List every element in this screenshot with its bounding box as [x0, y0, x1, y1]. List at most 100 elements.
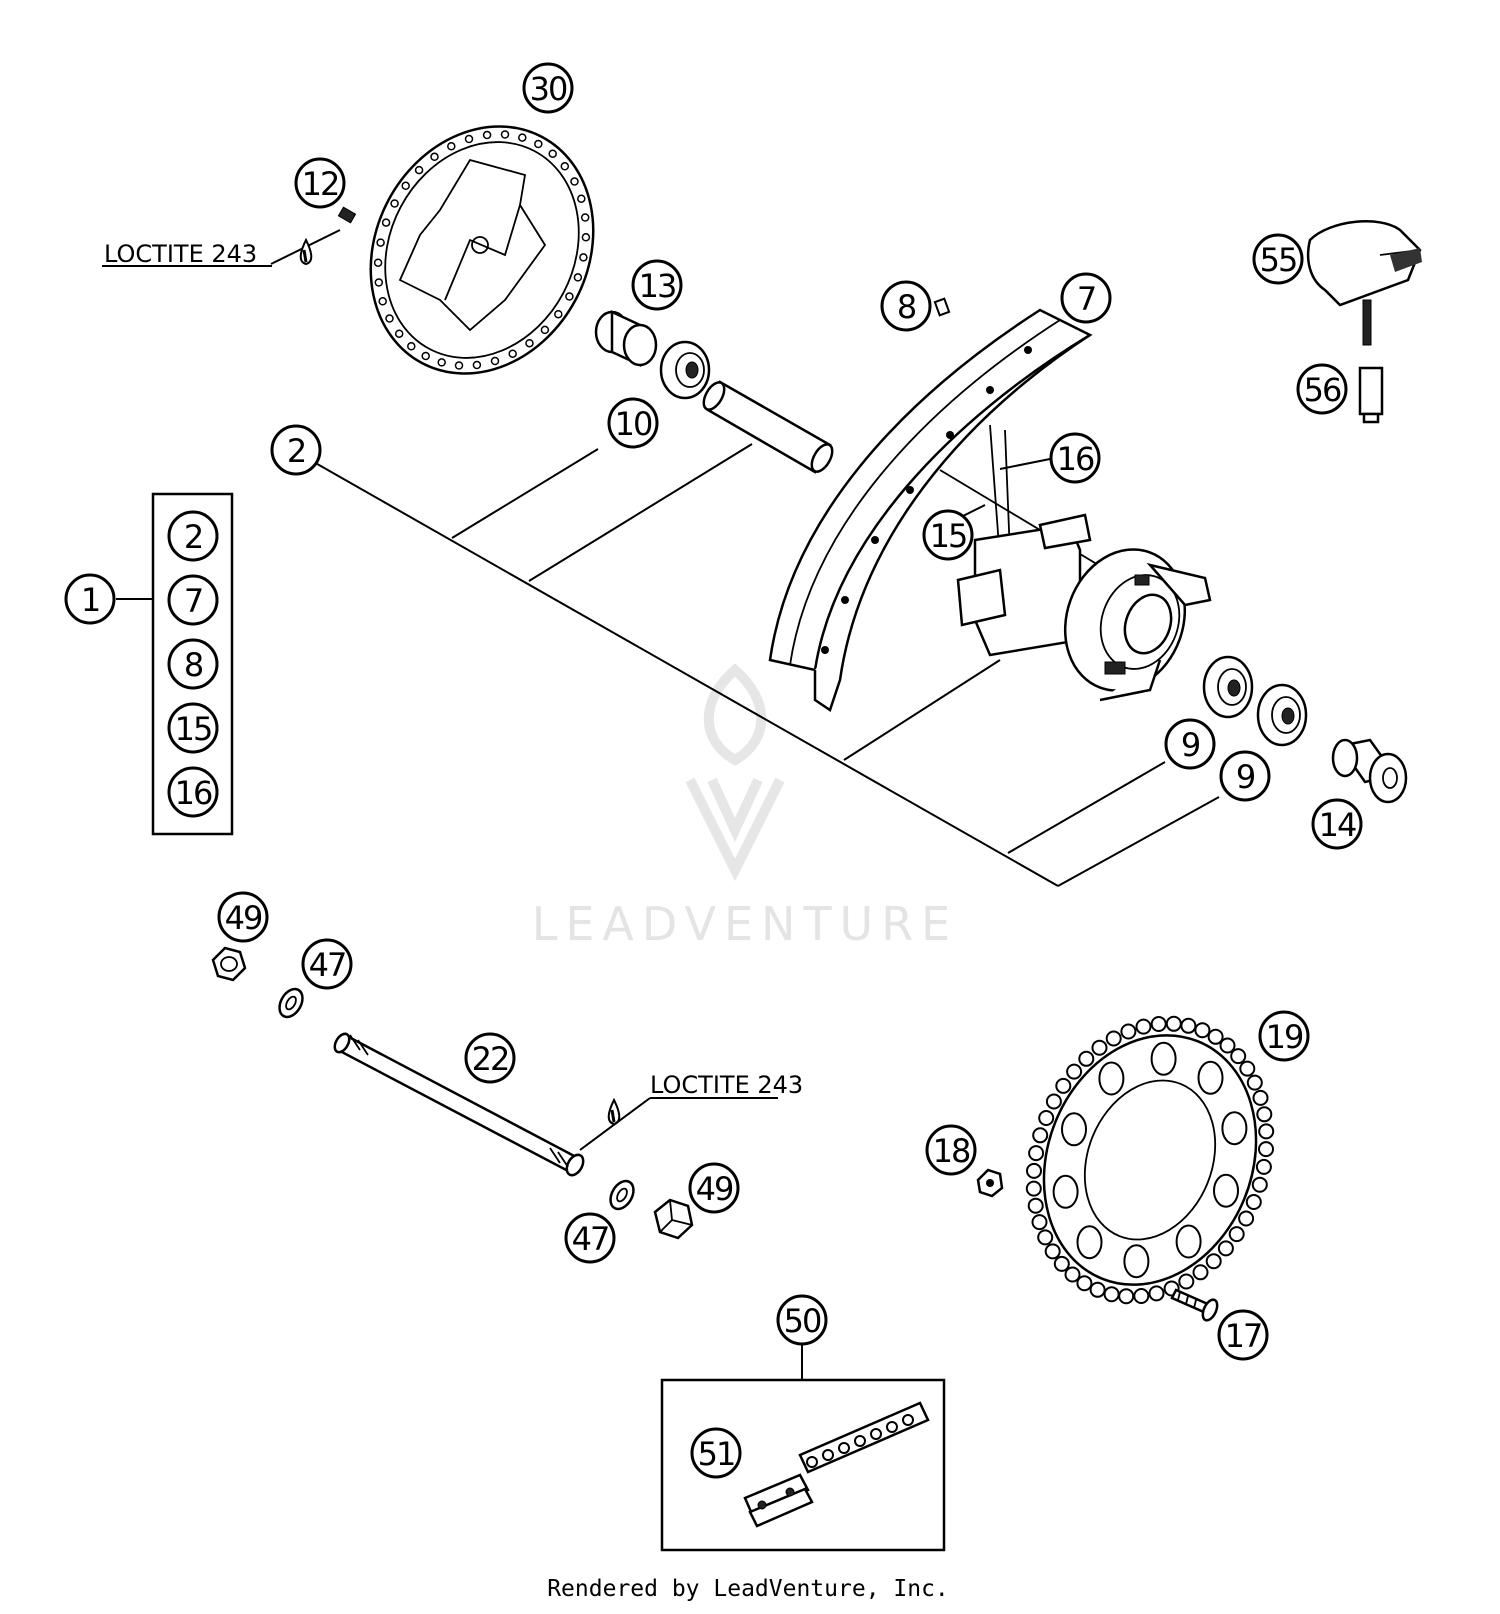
watermark-text: LEADVENTURE [532, 897, 959, 951]
callout-47-top: 47 [301, 938, 353, 990]
rim-spoke-hole [841, 596, 849, 604]
callouts: 30 12 13 8 7 55 56 10 2 16 15 1 9 9 14 4… [64, 62, 1363, 1479]
sprocket-tooth [1105, 1030, 1122, 1047]
callout-18: 18 [925, 1124, 977, 1176]
sprocket-tooth [1091, 1039, 1108, 1056]
sprocket-hole [1061, 1112, 1087, 1147]
sprocket-tooth [1066, 1063, 1083, 1080]
disc-hole [581, 233, 591, 242]
sprocket-tooth [1103, 1286, 1120, 1303]
callout-49-bottom: 49 [688, 1162, 740, 1214]
sprocket-tooth [1076, 1275, 1093, 1292]
chain-roller [902, 1414, 914, 1426]
sprocket-tooth [1207, 1028, 1224, 1045]
callout-8: 8 [880, 280, 932, 332]
svg-text:49: 49 [696, 1170, 733, 1208]
callout-47-bottom: 47 [564, 1212, 616, 1264]
disc-hole [580, 213, 590, 222]
bearing-left [659, 340, 711, 400]
disc-hole [570, 177, 579, 186]
sprocket-bolt [1170, 1288, 1219, 1322]
sprocket-tooth [1194, 1022, 1211, 1039]
bearing-right-2 [1256, 683, 1308, 747]
disc-hole [560, 162, 570, 171]
callout-13: 13 [631, 259, 683, 311]
svg-text:19: 19 [1266, 1018, 1303, 1056]
washer-left [278, 987, 304, 1019]
sprocket-tooth [1150, 1016, 1167, 1032]
sprocket-tooth [1133, 1288, 1150, 1304]
distance-tube [702, 380, 834, 474]
sprocket-tooth [1120, 1023, 1137, 1040]
sprocket-hole [1175, 1224, 1202, 1259]
callout-55: 55 [1252, 233, 1304, 285]
svg-text:9: 9 [1181, 726, 1200, 764]
disc-hole [374, 278, 384, 287]
svg-text:8: 8 [184, 646, 203, 684]
rim-spoke-hole [946, 431, 954, 439]
disc-bolt [299, 206, 357, 266]
sprocket-tooth [1258, 1123, 1275, 1140]
sprocket-tooth [1055, 1077, 1072, 1094]
kit-box-items: 2 7 8 15 16 [167, 510, 219, 818]
callout-10: 10 [607, 397, 659, 449]
sprocket-tooth [1032, 1127, 1049, 1144]
rear-sprocket [1025, 1015, 1275, 1305]
svg-text:14: 14 [1319, 806, 1356, 844]
rim-spoke-hole [1024, 346, 1032, 354]
callout-56: 56 [1296, 363, 1348, 415]
sprocket-tooth [1089, 1281, 1106, 1298]
sprocket-tooth [1045, 1093, 1062, 1110]
svg-text:18: 18 [933, 1132, 970, 1170]
loctite-note-top: LOCTITE 243 [104, 240, 257, 268]
svg-text:12: 12 [302, 165, 339, 203]
sprocket-tooth [1246, 1074, 1263, 1091]
brake-disc [369, 125, 595, 375]
chain-roller [806, 1456, 818, 1468]
disc-hole [518, 133, 527, 142]
disc-hole [577, 194, 586, 203]
sprocket-hole [1123, 1244, 1150, 1279]
disc-hole [376, 238, 385, 247]
svg-text:47: 47 [309, 946, 346, 984]
axle-nut-left [211, 946, 247, 982]
svg-text:51: 51 [698, 1435, 735, 1473]
sprocket-tooth [1078, 1050, 1095, 1067]
sprocket-hole [1052, 1174, 1079, 1209]
disc-hole [414, 165, 424, 175]
disc-hole [490, 356, 500, 366]
callout-51: 51 [690, 1427, 742, 1479]
sprocket-tooth [1255, 1158, 1272, 1175]
sprocket-hole [1076, 1225, 1103, 1260]
disc-hole [454, 361, 464, 370]
callout-17: 17 [1217, 1309, 1269, 1361]
sprocket-hole [1213, 1173, 1239, 1208]
disc-hole [401, 181, 410, 191]
sprocket-tooth [1165, 1015, 1182, 1032]
svg-text:8: 8 [897, 288, 916, 326]
sprocket-tooth [1118, 1288, 1135, 1305]
disc-hole [421, 351, 430, 361]
svg-text:2: 2 [287, 432, 305, 470]
disc-hole [381, 218, 391, 227]
sprocket-tooth [1205, 1253, 1222, 1270]
svg-text:56: 56 [1304, 371, 1341, 409]
disc-hole [390, 199, 399, 208]
chain-slider [1306, 220, 1422, 346]
disc-hole [565, 292, 574, 301]
sprocket-tooth [1044, 1243, 1061, 1260]
sprocket-tooth [1252, 1089, 1269, 1106]
bearing-right-1 [1202, 655, 1254, 719]
sprocket-hole [1150, 1041, 1177, 1076]
sprocket-tooth [1256, 1106, 1273, 1123]
watermark-logo-icon [685, 663, 785, 882]
disc-hole [373, 258, 383, 267]
svg-text:55: 55 [1260, 241, 1297, 279]
rim-spoke-hole [986, 386, 994, 394]
sprocket-tooth [1180, 1017, 1197, 1034]
disc-hole [394, 329, 404, 338]
callout-14: 14 [1311, 798, 1363, 850]
sprocket-hole [1098, 1061, 1125, 1096]
sprocket-tooth [1258, 1141, 1274, 1158]
